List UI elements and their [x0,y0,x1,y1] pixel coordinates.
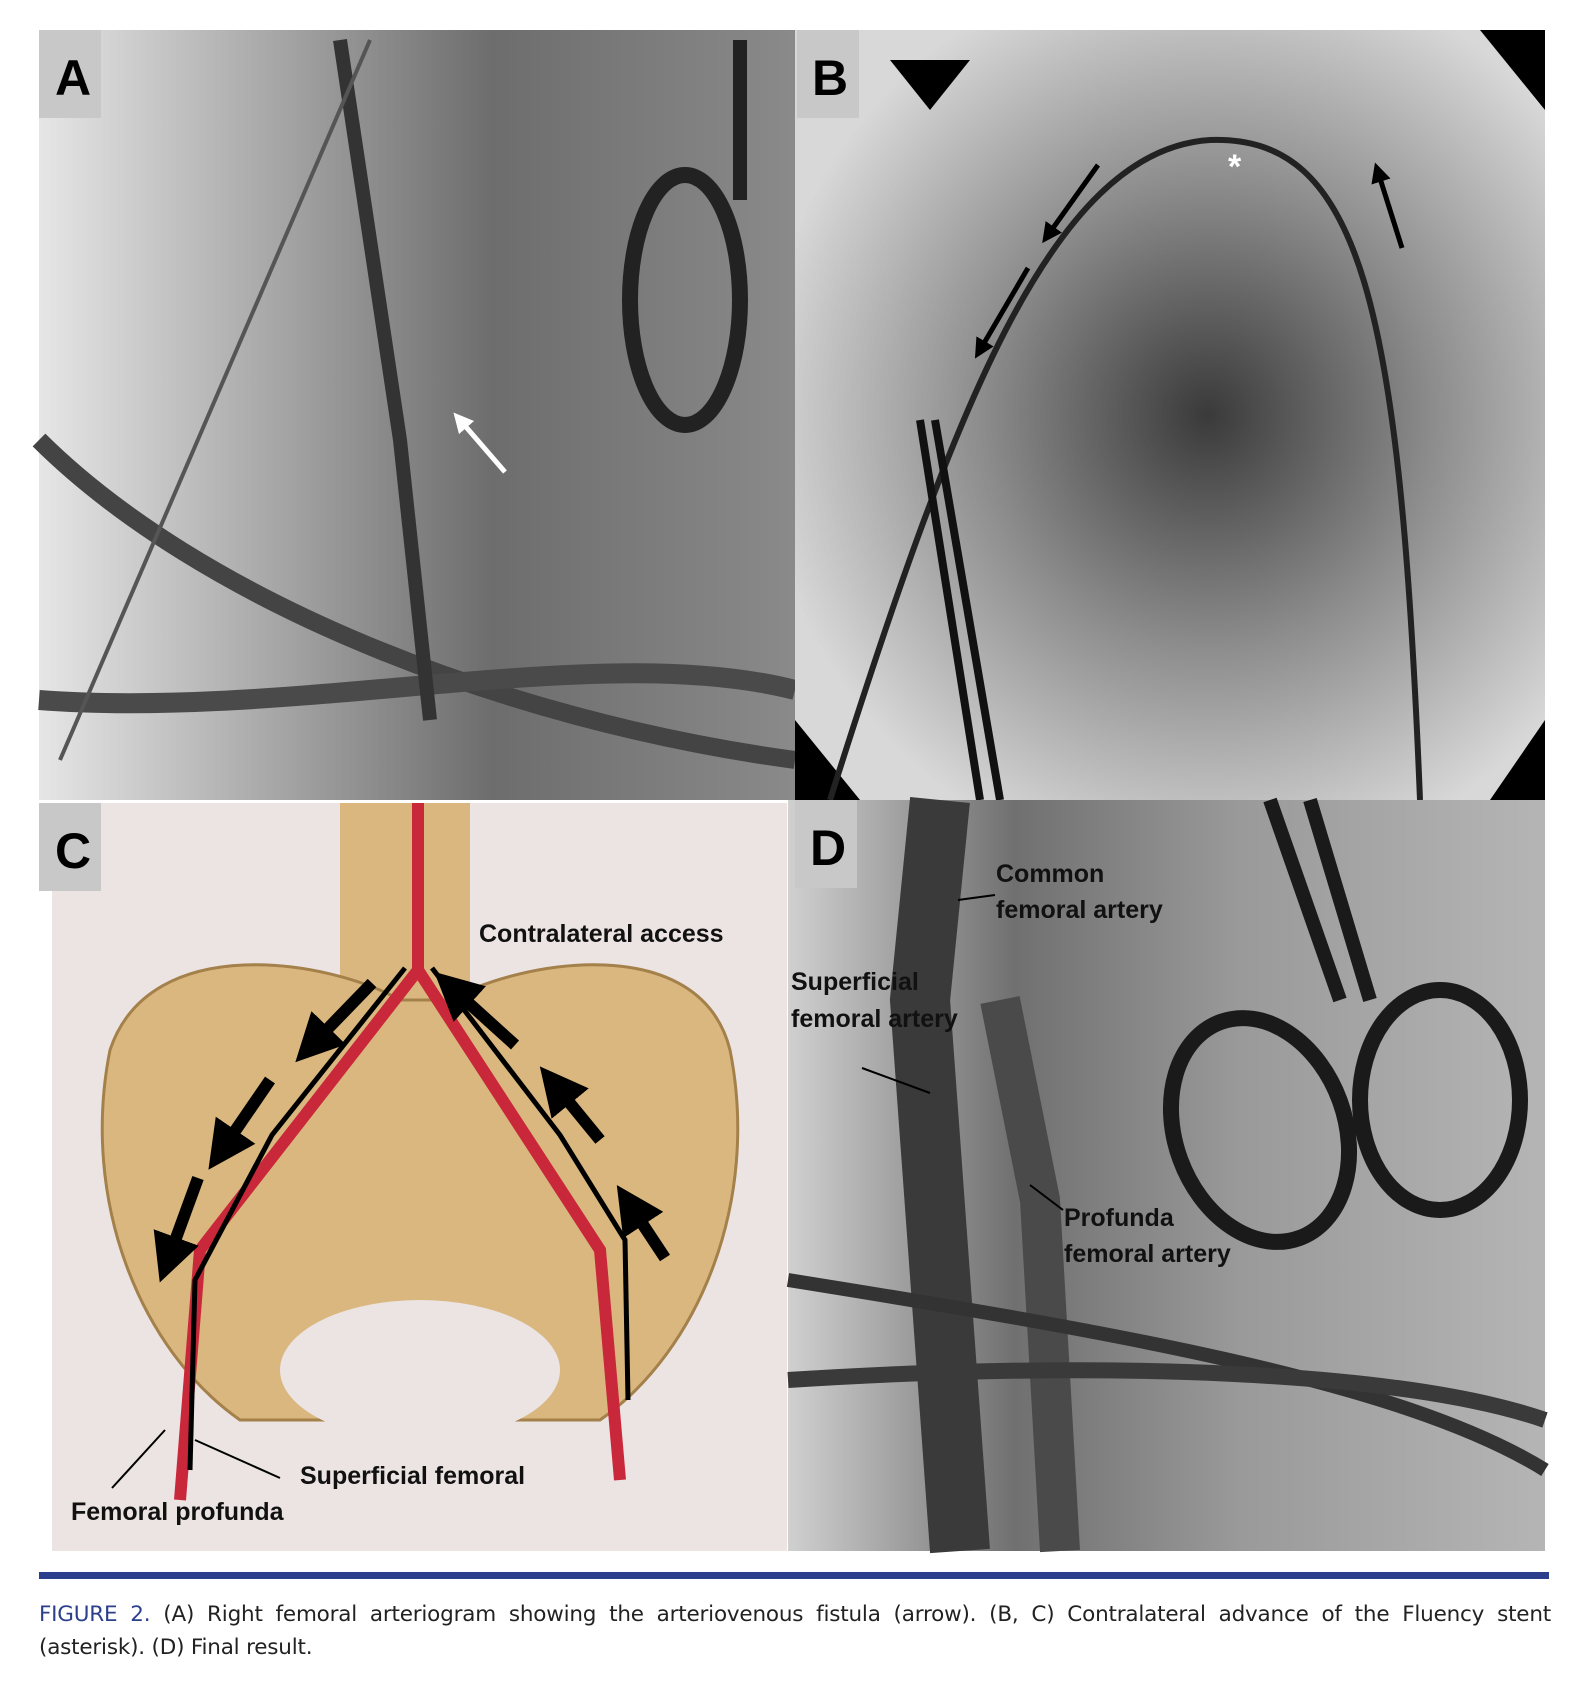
direction-arrow-icon [1042,163,1101,244]
panel-label-a: A [55,50,91,106]
caption-divider [39,1572,1549,1579]
direction-arrow-icon [208,1076,275,1170]
annotation-superficial-femoral-artery: femoral artery [791,1005,958,1033]
annotation-superficial: Superficial [791,968,919,996]
caption-text: (A) Right femoral arteriogram showing th… [39,1602,1551,1660]
panel-c: Contralateral access Superficial femoral… [39,803,787,1551]
annotation-profunda: Profunda [1064,1204,1175,1232]
panel-label-c: C [55,823,91,879]
figure-number: FIGURE 2. [39,1602,151,1627]
panel-label-d: D [810,820,846,876]
annotation-common-femoral-artery: femoral artery [996,896,1163,924]
figure-caption: FIGURE 2. (A) Right femoral arteriogram … [39,1598,1551,1664]
fistula-arrow-icon [453,412,507,474]
direction-arrow-icon [295,978,377,1063]
direction-arrow-icon [616,1184,671,1262]
annotation-contralateral-access: Contralateral access [479,920,724,948]
panel-a: A [32,30,798,800]
panel-label-b: B [812,50,848,106]
annotation-common: Common [996,860,1104,888]
panel-d: Common femoral artery Superficial femora… [786,797,1549,1554]
panel-b: * B [795,30,1545,801]
direction-arrow-icon [974,266,1031,359]
direction-arrow-icon [434,971,520,1050]
annotation-profunda-femoral-artery: femoral artery [1064,1240,1231,1268]
annotation-superficial-femoral: Superficial femoral [300,1462,525,1490]
annotation-femoral-profunda: Femoral profunda [71,1498,285,1526]
direction-arrow-icon [153,1175,204,1283]
stent-asterisk: * [1228,148,1242,186]
direction-arrow-icon [539,1066,605,1144]
direction-arrow-icon [1371,162,1405,249]
